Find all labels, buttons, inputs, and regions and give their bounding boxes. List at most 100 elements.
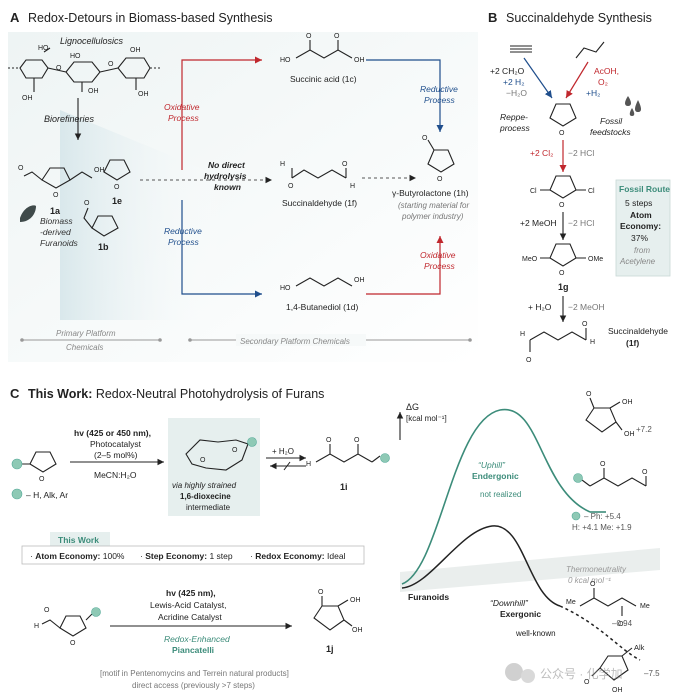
r-group-dot-4 <box>91 607 101 617</box>
compound-1e-id: 1e <box>112 196 122 206</box>
svg-text:O: O <box>53 192 59 199</box>
reppe-2: process <box>499 123 531 133</box>
compound-1b-o: O <box>84 200 90 207</box>
furan-aldehyde-structure <box>41 613 93 637</box>
reductive-path-line <box>181 200 262 298</box>
fossil-feed-2: feedstocks <box>590 127 631 137</box>
thermo-label-1: Thermoneutrality <box>566 565 627 574</box>
panel-a-shade-wedge <box>60 110 230 320</box>
svg-text:O: O <box>618 621 624 628</box>
svg-text:OH: OH <box>354 57 365 64</box>
svg-text:H: H <box>34 623 39 630</box>
reagent-plus-h2: +H₂ <box>586 88 600 98</box>
piancatelli-label: Piancatelli <box>172 645 214 655</box>
succinaldehyde-structure-a <box>291 168 347 179</box>
compound-1b-id: 1b <box>98 242 109 252</box>
no-direct-label-1: No direct <box>208 160 246 170</box>
succinic-to-gbl-arrow <box>366 59 444 132</box>
svg-text:OH: OH <box>138 91 149 98</box>
dimethoxy-thf-structure <box>540 243 586 267</box>
oxidative-label: Oxidative <box>164 102 200 112</box>
this-work-label: This Work <box>58 535 99 545</box>
butanediol-to-gbl-arrow <box>366 236 444 295</box>
gbl-note-1: (starting material for <box>398 201 469 210</box>
furan-c-o: O <box>39 476 45 483</box>
svg-text:Me: Me <box>640 603 650 610</box>
lewis-acid-label: Lewis-Acid Catalyst, <box>150 600 227 610</box>
svg-text:O: O <box>437 176 443 183</box>
value-m094: –0.94 <box>612 619 633 628</box>
dioxecine-o1: O <box>232 447 238 454</box>
alk-label: Alk <box>634 643 645 652</box>
butanediol-label: 1,4-Butanediol (1d) <box>286 302 358 312</box>
svg-text:O: O <box>326 437 332 444</box>
compound-1g-id: 1g <box>558 282 569 292</box>
uphill-curve <box>401 408 591 585</box>
dg-unit: [kcal mol⁻¹] <box>406 414 447 423</box>
r-group-dot-3 <box>380 453 390 463</box>
diketone-structure <box>579 588 637 616</box>
thf-o: O <box>559 130 565 137</box>
downhill-tail <box>559 605 641 661</box>
reagent-minus-hcl-2: −2 HCl <box>568 218 594 228</box>
svg-text:OH: OH <box>94 167 105 174</box>
svg-text:HO: HO <box>280 285 291 292</box>
intermediate-box <box>168 418 260 516</box>
reverse-strike <box>283 461 291 471</box>
svg-text:OH: OH <box>130 47 141 54</box>
compound-1b-structure <box>83 207 119 237</box>
svg-text:O: O <box>288 183 294 190</box>
reagent-plus-h2o: + H₂O <box>272 447 294 456</box>
downhill-curve <box>401 525 561 607</box>
reppe-arrow <box>523 57 553 99</box>
fossil-route-percent: 37% <box>631 233 648 243</box>
svg-text:O: O <box>334 33 340 40</box>
r-group-dot-legend <box>11 488 23 500</box>
fossil-route-steps: 5 steps <box>625 198 652 208</box>
svg-text:OH: OH <box>622 399 633 406</box>
compound-1e-o: O <box>114 184 120 191</box>
fossil-route-economy: Economy: <box>620 221 661 231</box>
fossil-arrow <box>565 61 589 99</box>
svg-text:HO: HO <box>38 45 49 52</box>
watermark: 公众号 · 化学加 <box>505 663 623 683</box>
succinic-acid-structure <box>295 40 353 59</box>
svg-text:MeO: MeO <box>522 256 538 263</box>
svg-text:OH: OH <box>88 88 99 95</box>
svg-text:OH: OH <box>22 95 33 102</box>
reagent-ch2o: +2 CH₂O <box>490 66 525 76</box>
panel-b-letter: B <box>488 10 497 25</box>
dioxecine-o2: O <box>200 457 206 464</box>
not-realized-label: not realized <box>480 490 521 499</box>
panel-b-title: Succinaldehyde Synthesis <box>506 11 652 25</box>
alk-atoms: OOH <box>584 679 623 694</box>
step-economy: · Step Economy: 1 step <box>140 551 233 561</box>
gbl-atoms: OO <box>422 135 443 183</box>
r-group-dot-2 <box>247 437 257 447</box>
succinaldehyde-id-b: (1f) <box>626 338 639 348</box>
reagent-h2o: + H₂O <box>528 302 552 312</box>
fossil-route-box <box>615 179 671 277</box>
svg-text:OH: OH <box>354 277 365 284</box>
panel-c-title: This Work: Redox-Neutral Photohydrolysis… <box>28 387 324 401</box>
svg-text:O: O <box>559 270 565 277</box>
svg-text:OH: OH <box>624 431 635 438</box>
value-plus-72: +7.2 <box>636 425 652 434</box>
reductive-process-word: Process <box>168 237 199 247</box>
primary-platform-1: Primary Platform <box>56 329 116 338</box>
secondary-platform-label: Secondary Platform Chemicals <box>240 337 350 346</box>
svg-text:OH: OH <box>350 597 361 604</box>
svg-text:O: O <box>526 357 532 364</box>
compound-1j-id: 1j <box>326 644 334 654</box>
butadiene-structure <box>575 41 605 59</box>
alk-cyclopentenone-structure <box>591 647 633 681</box>
endergonic-label: Endergonic <box>472 471 519 481</box>
hv-conditions-1: hv (425 or 450 nm), <box>74 428 151 438</box>
fossil-route-title: Fossil Route <box>619 184 670 194</box>
succinaldehyde-structure-b <box>529 328 587 352</box>
reductive-label: Reductive <box>164 226 202 236</box>
